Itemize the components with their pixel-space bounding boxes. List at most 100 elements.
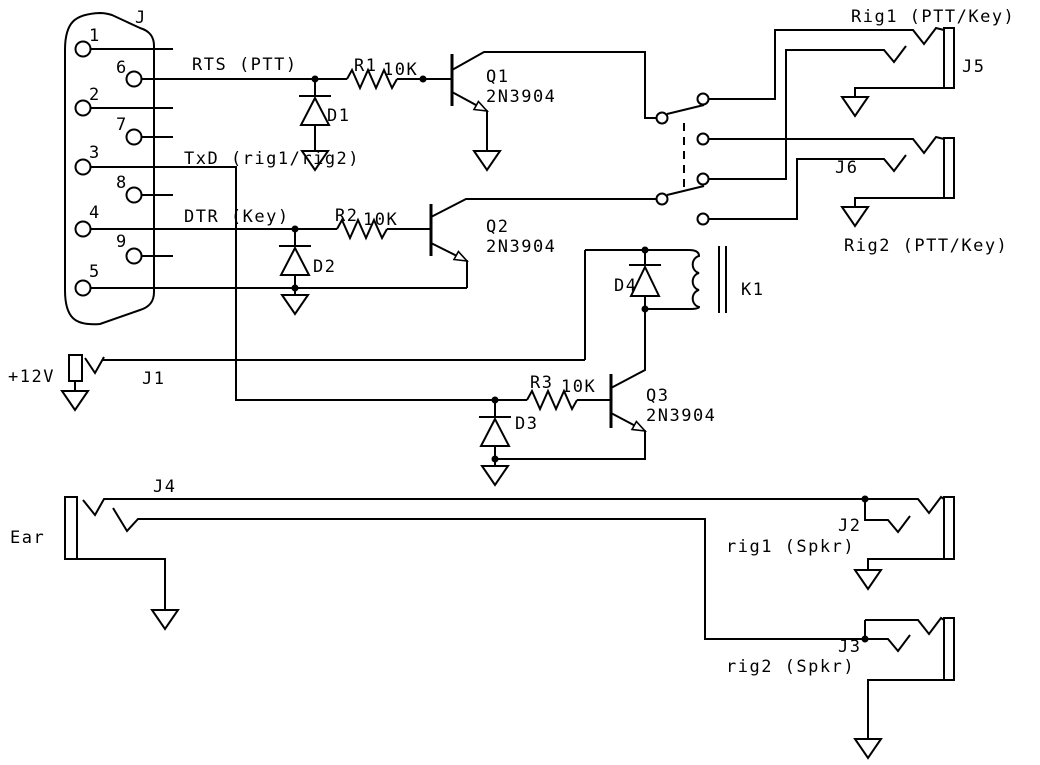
rig1-ptt-jack-j5: Rig1 (PTT/Key) J5	[709, 7, 1015, 180]
q3-emitter-arrow	[630, 420, 648, 433]
pin-circle-9	[125, 247, 143, 265]
d3-diode-triangle	[479, 416, 511, 447]
ear-jack-j4: J4 Ear	[10, 477, 865, 640]
k1-coil-symbol	[585, 249, 701, 310]
db9-outline	[64, 11, 155, 326]
rig1-ptt-label: Rig1 (PTT/Key)	[851, 7, 1015, 27]
q2-emitter-arrow	[452, 250, 470, 263]
j4-jack-body	[64, 496, 78, 560]
j3-jack-body	[943, 617, 955, 681]
junction-dot	[491, 396, 499, 404]
txd-net-label: TxD (rig1/rig2)	[184, 149, 360, 169]
pin-circle-1	[74, 40, 92, 58]
j6-ring-wire	[709, 154, 907, 220]
q3-emitter-wire	[495, 412, 646, 460]
pin-number: 4	[89, 203, 101, 223]
j4-sleeve-wire	[77, 558, 166, 610]
r3-ref: R3	[530, 373, 553, 393]
pin-number: 2	[89, 85, 101, 105]
relay-k1: K1 D4	[584, 246, 763, 360]
junction-dot	[311, 75, 319, 83]
junction-dot	[641, 246, 649, 254]
q1-ref: Q1	[486, 67, 509, 87]
j5-ref: J5	[962, 57, 985, 77]
ground-symbol	[853, 738, 883, 760]
pin-circle-5	[74, 279, 92, 297]
j3-ring-wire	[865, 634, 911, 653]
rig2-spkr-jack-j3: J3 rig2 (Spkr)	[726, 616, 955, 760]
r3-value: 10K	[561, 377, 596, 397]
r1-resistor-symbol	[346, 67, 398, 91]
txd-wire	[90, 166, 527, 401]
j3-sleeve-wire	[867, 679, 944, 739]
r1-ref: R1	[354, 56, 377, 76]
j4-ref: J4	[153, 477, 176, 497]
ground-symbol	[280, 294, 310, 316]
rig2-spkr-label: rig2 (Spkr)	[726, 657, 855, 677]
pin-circle-6	[125, 70, 143, 88]
pin-number: 7	[116, 115, 128, 135]
switch-lever	[666, 185, 705, 196]
ground-symbol	[300, 150, 330, 172]
junction-dot	[861, 495, 869, 503]
connector-label: J	[135, 8, 147, 28]
pin-number: 6	[116, 58, 128, 78]
j2-tip-wire	[865, 495, 945, 515]
ear-label: Ear	[10, 528, 45, 548]
d4-ref: D4	[614, 276, 637, 296]
dpdt-switch-contacts	[655, 92, 710, 226]
r2-ref: R2	[335, 206, 358, 226]
q2-emitter-wire	[430, 242, 468, 288]
pin-number: 9	[116, 232, 128, 252]
ground-symbol	[840, 206, 870, 228]
d2-diode-triangle	[279, 245, 311, 276]
j6-ref: J6	[835, 158, 858, 178]
j3-tip-wire	[865, 616, 945, 636]
switch-throw-terminal	[696, 172, 710, 186]
rig2-ptt-label: Rig2 (PTT/Key)	[844, 236, 1008, 256]
j2-sleeve-wire	[867, 558, 944, 570]
r1-value: 10K	[383, 60, 418, 80]
j5-tip-wire	[709, 26, 945, 100]
j1-tip-contact	[84, 356, 105, 375]
rig2-ptt-jack-j6: J6 Rig2 (PTT/Key)	[709, 135, 1008, 256]
q3-ref: Q3	[646, 386, 669, 406]
ground-symbol	[853, 569, 883, 591]
j6-jack-body	[943, 137, 955, 199]
ground-symbol	[472, 150, 502, 172]
j4-ring-wire	[112, 507, 865, 640]
q1-emitter-arrow	[472, 100, 490, 113]
q2-ref: Q2	[486, 217, 509, 237]
switch-common-terminal	[655, 111, 669, 125]
txd-q3-circuit: TxD (rig1/rig2) R3 10K D3 Q3 2N3904	[90, 149, 716, 487]
d3-ref: D3	[515, 414, 538, 434]
switch-lever	[666, 104, 705, 115]
pin-circle-7	[125, 128, 143, 146]
ground-symbol	[150, 609, 180, 631]
q1-collector-wire	[451, 51, 656, 119]
power-input-j1: +12V J1	[8, 354, 585, 412]
junction-dot	[491, 455, 499, 463]
junction-dot	[861, 635, 869, 643]
q1-emitter-wire	[451, 91, 488, 151]
junction-dot	[291, 225, 299, 233]
j1-ref: J1	[142, 369, 165, 389]
d2-ref: D2	[313, 257, 336, 277]
rig1-spkr-jack-j2: J2 rig1 (Spkr)	[726, 495, 955, 591]
switch-throw-terminal	[696, 212, 710, 226]
r3-resistor-symbol	[526, 388, 578, 412]
junction-dot	[419, 75, 427, 83]
j2-ring-wire	[864, 499, 911, 534]
ground-symbol	[60, 390, 90, 412]
q3-collector-wire	[610, 309, 646, 389]
pin-circle-2	[74, 99, 92, 117]
j6-sleeve-wire	[854, 197, 944, 207]
q3-part: 2N3904	[646, 406, 716, 426]
db9-connector: J 1 6 2 7 3 8 4 9 5	[64, 8, 173, 326]
rig1-spkr-label: rig1 (Spkr)	[726, 537, 855, 557]
q2-part: 2N3904	[486, 237, 556, 257]
j2-ref: J2	[838, 516, 861, 536]
switch-throw-terminal	[696, 92, 710, 106]
